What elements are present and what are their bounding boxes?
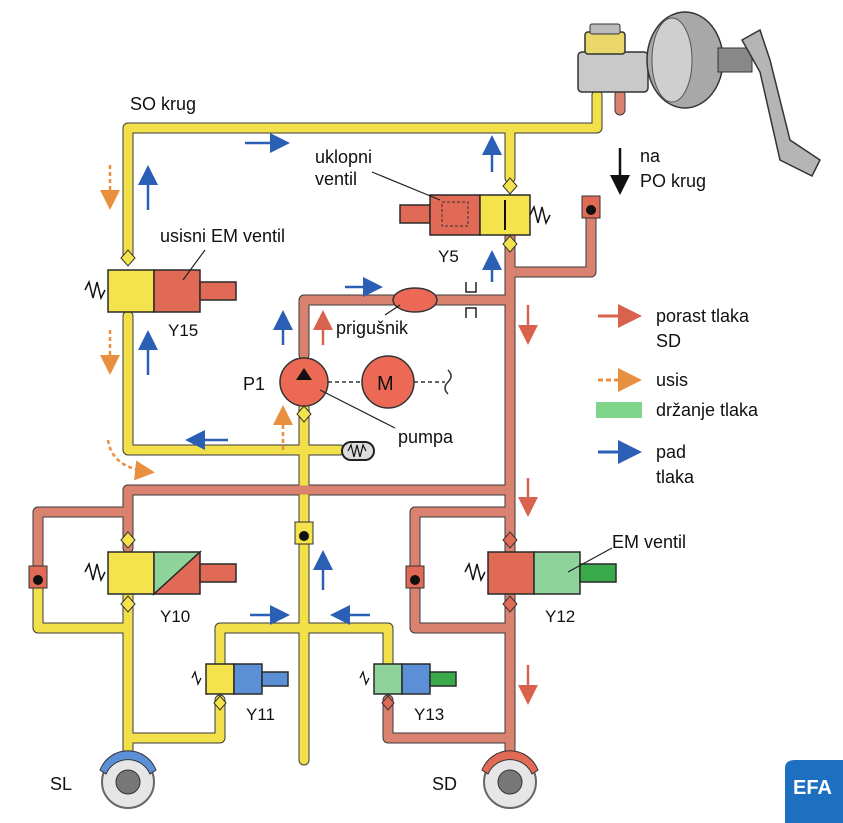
accumulator [341,441,375,461]
flow-arrows [100,133,630,705]
valve-y12 [464,531,617,613]
valve-y15 [84,249,237,313]
label-sl: SL [50,774,72,794]
label-em-ventil: EM ventil [612,532,686,552]
valve-y13 [359,663,457,711]
callout-lines [182,171,613,573]
label-y15: Y15 [168,321,198,340]
text-labels: SO krug na PO krug uklopni ventil Y5 usi… [50,94,759,794]
check-valve-right [581,195,601,219]
label-y11: Y11 [246,705,275,724]
label-pumpa: pumpa [398,427,454,447]
label-prigusnik: prigušnik [336,318,409,338]
legend-text-drzanje-tlaka: držanje tlaka [656,400,759,420]
legend [596,304,642,464]
legend-text-pad: pad [656,442,686,462]
label-usisni-em-ventil: usisni EM ventil [160,226,285,246]
label-p1: P1 [243,374,265,394]
valve-y5 [399,177,551,253]
master-cylinder-assembly [577,11,821,178]
brake-pedal [740,28,821,178]
check-valve-center [294,521,314,545]
label-ventil: ventil [315,169,357,189]
legend-text-sd: SD [656,331,681,351]
label-y10: Y10 [160,607,190,626]
legend-text-usis: usis [656,370,688,390]
legend-green-bar [596,402,642,418]
label-uklopni: uklopni [315,147,372,167]
legend-text-tlaka: tlaka [656,467,695,487]
pipes-yellow [33,90,602,765]
wheel-brake-sd [481,750,539,809]
label-sd: SD [432,774,457,794]
wheel-brake-sl [99,750,157,809]
check-valve-y12 [405,565,425,589]
valve-y10 [84,531,237,613]
label-y5: Y5 [438,247,459,266]
label-so-krug: SO krug [130,94,196,114]
pump-p1 [279,357,329,423]
label-y12: Y12 [545,607,575,626]
efa-badge: EFA [785,760,843,823]
check-valve-y10 [28,565,48,589]
legend-text-porast-tlaka: porast tlaka [656,306,750,326]
label-po-krug: PO krug [640,171,706,191]
throttle [392,282,477,318]
pipes-red [33,90,625,765]
label-motor: M [377,373,394,395]
label-y13: Y13 [414,705,444,724]
valve-y11 [191,663,289,711]
efa-text: EFA [793,777,832,799]
label-na: na [640,146,661,166]
